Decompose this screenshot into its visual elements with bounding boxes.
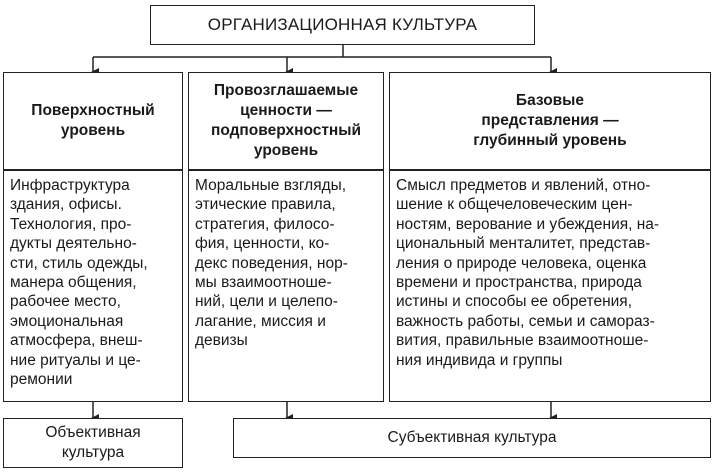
content-line: стратегия, филосо- bbox=[195, 215, 335, 233]
content-line: девизы bbox=[195, 332, 248, 350]
content-line: важность работы, семьи и самораз- bbox=[396, 312, 655, 330]
basic-heading-line: представления — bbox=[481, 112, 619, 129]
content-line: здания, офисы. bbox=[10, 196, 122, 214]
objective-culture-box: Объективная культура bbox=[3, 418, 183, 468]
content-line: Смысл предметов и явлений, отно- bbox=[396, 177, 651, 194]
surface-level-heading: Поверхностный уровень bbox=[3, 72, 183, 170]
content-line: ний, цели и целепо- bbox=[195, 293, 338, 311]
objective-culture-line: Объективная bbox=[45, 424, 141, 441]
content-line: манера общения, bbox=[10, 274, 137, 292]
values-heading-line: подповерхностный bbox=[210, 122, 362, 139]
content-line: ностям, верование и убеждения, на- bbox=[396, 215, 660, 233]
values-heading-line: Провозглашаемые bbox=[213, 82, 359, 99]
content-line: Моральные взгляды, bbox=[195, 177, 347, 194]
surface-heading-line: уровень bbox=[60, 122, 126, 139]
content-line: ления о природе человека, оценка bbox=[396, 254, 647, 272]
surface-level-content: Инфраструктура здания, офисы. Технология… bbox=[3, 170, 183, 402]
content-line: Инфраструктура bbox=[10, 177, 130, 194]
content-line: Технология, про- bbox=[10, 215, 132, 233]
content-line: времени и пространства, природа bbox=[396, 274, 642, 292]
content-line: истины и способы ее обретения, bbox=[396, 293, 633, 311]
basic-heading-line: глубинный уровень bbox=[473, 132, 627, 149]
diagram-title: ОРГАНИЗАЦИОННАЯ КУЛЬТУРА bbox=[150, 5, 535, 45]
content-line: фия, ценности, ко- bbox=[195, 235, 330, 253]
content-line: шение к общечеловеческим цен- bbox=[396, 196, 633, 214]
content-line: мы взаимоотноше- bbox=[195, 274, 332, 292]
content-line: рабочее место, bbox=[10, 293, 121, 311]
objective-culture-line: культура bbox=[61, 444, 125, 461]
values-heading-line: ценности — bbox=[240, 102, 332, 119]
content-line: дукты деятельно- bbox=[10, 235, 137, 253]
basic-level-heading: Базовые представления — глубинный уровен… bbox=[389, 72, 711, 170]
basic-heading-line: Базовые bbox=[515, 92, 585, 109]
content-line: вития, правильные взаимоотноше- bbox=[396, 332, 649, 350]
content-line: сти, стиль одежды, bbox=[10, 254, 148, 272]
content-line: эмоциональная bbox=[10, 312, 124, 330]
content-line: этические правила, bbox=[195, 196, 336, 214]
content-line: ния индивида и группы bbox=[396, 351, 563, 369]
content-line: лагание, миссия и bbox=[195, 312, 326, 330]
content-line: циональный менталитет, представ- bbox=[396, 235, 651, 253]
subjective-culture-box: Субъективная культура bbox=[233, 418, 711, 458]
values-heading-line: уровень bbox=[253, 142, 319, 159]
content-line: атмосфера, внеш- bbox=[10, 332, 143, 350]
content-line: ремонии bbox=[10, 371, 73, 389]
content-line: ние ритуалы и це- bbox=[10, 351, 141, 369]
content-line: декс поведения, нор- bbox=[195, 254, 348, 272]
values-level-content: Моральные взгляды, этические правила, ст… bbox=[188, 170, 384, 402]
basic-level-content: Смысл предметов и явлений, отно- шение к… bbox=[389, 170, 711, 402]
values-level-heading: Провозглашаемые ценности — подповерхност… bbox=[188, 72, 384, 170]
surface-heading-line: Поверхностный bbox=[31, 102, 155, 119]
